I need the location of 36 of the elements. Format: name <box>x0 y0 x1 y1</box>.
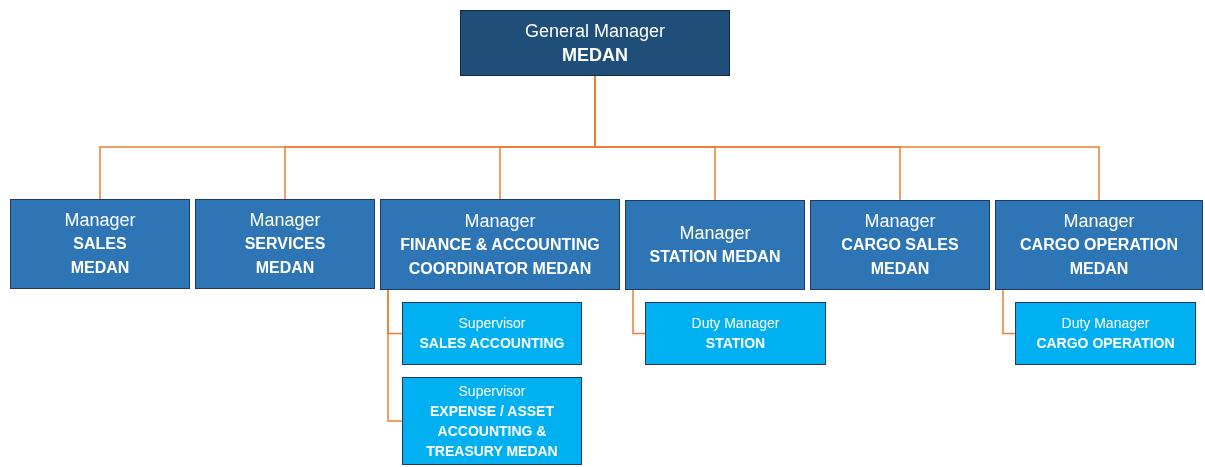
position-box <box>195 199 375 289</box>
position-title: Manager <box>64 209 136 232</box>
unit-name: CARGO SALES MEDAN <box>840 235 960 279</box>
position-title: Duty Manager <box>691 314 780 333</box>
unit-name: SERVICES MEDAN <box>243 234 327 278</box>
position-box <box>1015 302 1196 365</box>
unit-name: CARGO OPERATION <box>1036 334 1175 353</box>
position-title: Manager <box>1063 210 1135 233</box>
position-box <box>402 302 582 365</box>
position-box <box>460 10 730 76</box>
position-box <box>625 200 805 290</box>
unit-name: EXPENSE / ASSET ACCOUNTING & TREASURY MEDAN <box>425 401 559 461</box>
position-box <box>380 199 620 290</box>
unit-name: MEDAN <box>562 44 628 67</box>
position-title: Manager <box>679 222 751 245</box>
position-box <box>810 200 990 290</box>
position-title: Manager <box>464 209 536 233</box>
unit-name: STATION MEDAN <box>648 247 782 267</box>
position-title: Supervisor <box>458 381 526 401</box>
connector-line <box>387 289 403 422</box>
position-title: Supervisor <box>458 314 526 333</box>
position-title: Manager <box>249 209 321 232</box>
unit-name: STATION <box>705 334 766 353</box>
position-box <box>402 377 582 465</box>
position-title: Duty Manager <box>1061 314 1150 333</box>
unit-name: SALES MEDAN <box>69 234 131 278</box>
connector-line <box>632 289 646 335</box>
position-box <box>645 302 826 365</box>
position-title: Manager <box>864 210 936 233</box>
unit-name: CARGO OPERATION MEDAN <box>1019 235 1179 279</box>
position-box <box>995 200 1203 290</box>
unit-name: FINANCE & ACCOUNTING COORDINATOR MEDAN <box>399 234 601 279</box>
connector-line <box>1002 289 1016 335</box>
position-box <box>10 199 190 289</box>
unit-name: SALES ACCOUNTING <box>419 334 565 353</box>
position-title: General Manager <box>524 20 666 43</box>
